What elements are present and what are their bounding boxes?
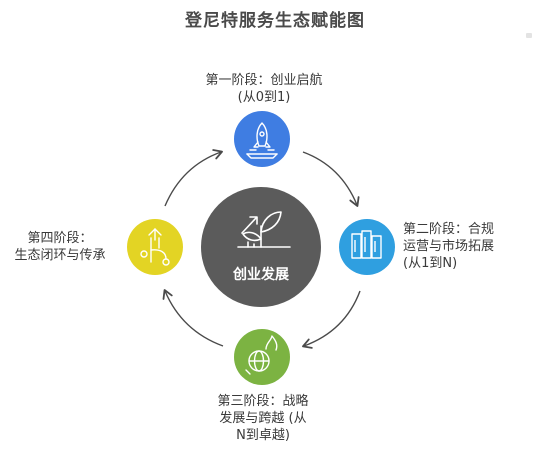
corner-mark xyxy=(526,33,532,38)
stage-node-4 xyxy=(127,219,183,275)
globe-flame-icon xyxy=(245,335,278,375)
center-node xyxy=(201,187,321,307)
branching-arrows-icon xyxy=(140,228,170,266)
stage-node-3 xyxy=(234,329,290,385)
stage-label-3: 第三阶段：战略 发展与跨越 (从 N到卓越) xyxy=(217,394,309,443)
rocket-icon xyxy=(246,122,278,159)
center-label: 创业发展 xyxy=(233,267,289,283)
diagram-title: 登尼特服务生态赋能图 xyxy=(185,11,365,31)
stage-label-1: 第一阶段：创业启航 (从0到1) xyxy=(205,73,323,105)
stage-node-2 xyxy=(339,219,395,275)
building-blocks-icon xyxy=(351,230,382,259)
stage-label-2: 第二阶段：合规 运营与市场拓展 (从1到N) xyxy=(403,222,495,271)
arrow-stage4-to-stage1 xyxy=(164,149,223,207)
arrow-stage2-to-stage3 xyxy=(302,290,361,349)
arrow-stage1-to-stage2 xyxy=(302,151,360,207)
arrow-stage3-to-stage4 xyxy=(162,289,224,347)
sprout-growth-icon xyxy=(237,211,291,248)
stage-label-4: 第四阶段： 生态闭环与传承 xyxy=(14,231,106,263)
stage-node-1 xyxy=(234,111,290,167)
